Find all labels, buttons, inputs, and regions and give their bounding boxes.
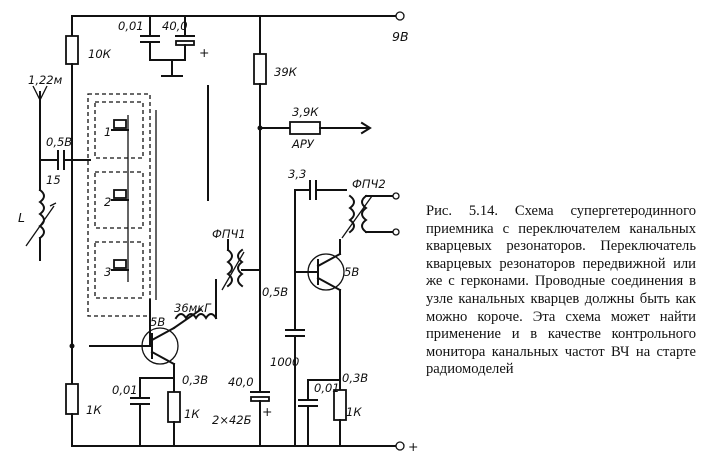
cap-15-label: 15 xyxy=(46,173,61,187)
ifT2-label: ФПЧ2 xyxy=(352,177,386,191)
q1-voltage-label: 5В xyxy=(150,315,165,329)
bottom-decoupling-cap xyxy=(250,369,270,447)
supply-voltage-label: 9В xyxy=(392,29,409,44)
q1-emitter-network xyxy=(130,377,181,447)
q2-voltage-label: 5В xyxy=(344,265,359,279)
coil-l-label: L xyxy=(18,210,25,225)
cap-0-5v-label: 0,5В xyxy=(46,135,72,149)
bias-chain-left xyxy=(65,15,79,447)
transistor-q1 xyxy=(139,308,202,379)
caption-text: Рис. 5.14. Схема супергетеродинного прие… xyxy=(426,203,696,378)
crystal-2-label: 2 xyxy=(104,195,111,209)
crystal-1-label: 1 xyxy=(104,125,111,139)
crystal-switch-block xyxy=(87,93,157,347)
transistor-q2 xyxy=(294,239,345,381)
resistor-3-9k-label: 3,9К xyxy=(292,105,319,119)
cap-40-0-bottom-label: 40,0 xyxy=(228,375,254,389)
ifT1-label: ФПЧ1 xyxy=(212,227,246,241)
cap-0-01-q2-label: 0,01 xyxy=(314,381,340,395)
ifT2 xyxy=(294,180,400,273)
cap-top-polarity-label: + xyxy=(199,45,209,60)
choke-label: 36мкГ xyxy=(174,301,212,315)
decoupling-capacitors xyxy=(140,15,195,77)
cap-1000-label: 1000 xyxy=(270,355,299,369)
q2-emitter-voltage-label: 0,3В xyxy=(342,371,368,385)
q1-emitter-voltage-label: 0,3В xyxy=(182,373,208,387)
cap-1000 xyxy=(285,271,305,447)
agc-network xyxy=(253,15,372,371)
antenna-input xyxy=(25,85,91,261)
resistor-1k-q1-label: 1К xyxy=(184,407,200,421)
ground-label: + xyxy=(408,439,418,454)
agc-label: АРУ xyxy=(291,137,315,151)
cap-0-01-top-label: 0,01 xyxy=(118,19,144,33)
resistor-1k-left-label: 1К xyxy=(86,403,102,417)
cap-2x42b-label: 2×42Б xyxy=(212,413,252,427)
cap-bottom-polarity-label: + xyxy=(262,404,272,419)
ground-rail-minus xyxy=(71,441,405,451)
resistor-1k-q2-label: 1К xyxy=(346,405,362,419)
choke-and-ifT1 xyxy=(174,85,261,320)
supply-rail-plus xyxy=(71,11,405,21)
resistor-10k-label: 10К xyxy=(88,47,112,61)
cap-3-3-label: 3,3 xyxy=(288,167,306,181)
cap-0-01-q1-label: 0,01 xyxy=(112,383,138,397)
antenna-length-label: 1,22м xyxy=(28,73,63,87)
resistor-39k-label: 39К xyxy=(274,65,298,79)
q2-emitter-network xyxy=(298,379,347,447)
cap-40-0-top-label: 40,0 xyxy=(162,19,188,33)
figure-caption: Рис. 5.14. Схема супергетеродинного прие… xyxy=(426,203,696,379)
q2-base-voltage-label: 0,5В xyxy=(262,285,288,299)
crystal-3-label: 3 xyxy=(104,265,111,279)
